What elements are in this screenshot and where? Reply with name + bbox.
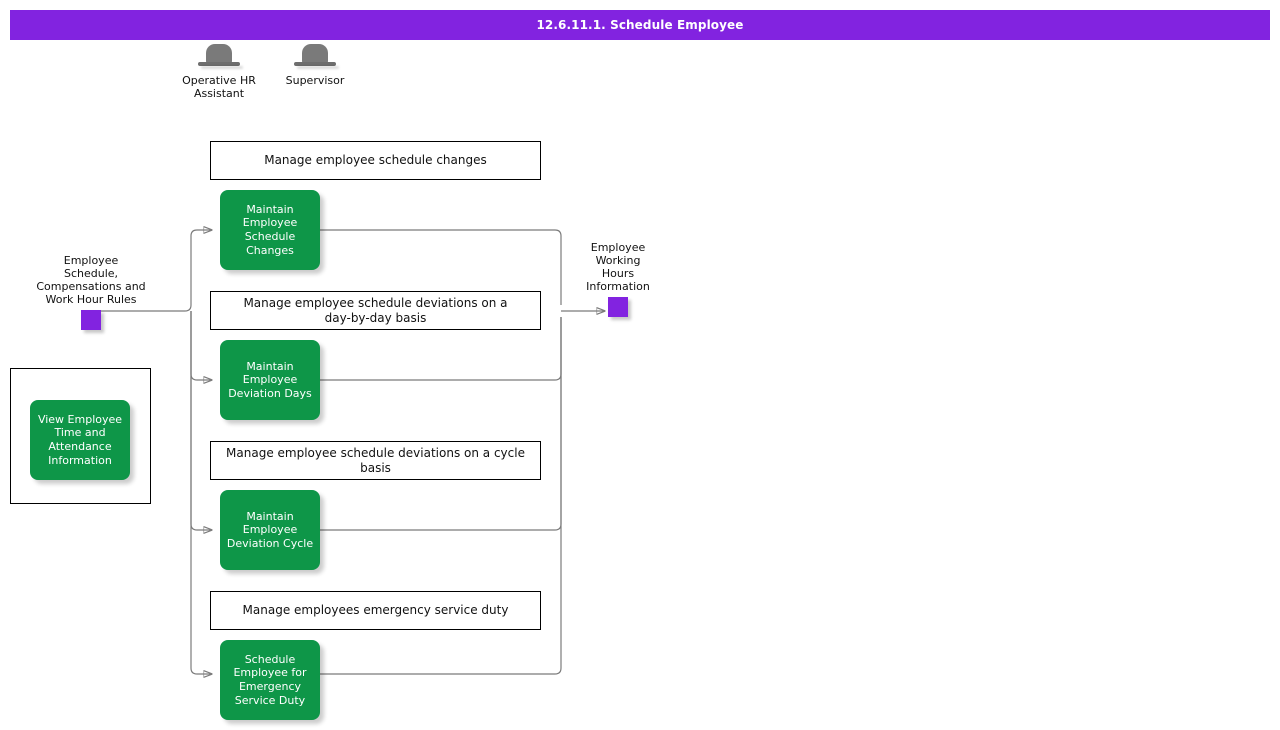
process-box-label: Manage employee schedule deviations on a… — [243, 295, 508, 325]
page-title-bar: 12.6.11.1. Schedule Employee — [10, 10, 1270, 40]
role-label-operative-hr-assistant: Operative HR Assistant — [182, 74, 256, 100]
role-operative-hr-assistant[interactable]: Operative HR Assistant — [159, 44, 279, 100]
activity-maintain-employee-deviation-days[interactable]: Maintain Employee Deviation Days — [220, 340, 320, 420]
role-hat-icon — [197, 44, 243, 70]
activity-label: Maintain Employee Deviation Days — [228, 359, 312, 400]
activity-view-employee-time-attendance[interactable]: View Employee Time and Attendance Inform… — [30, 400, 130, 480]
page-title: 12.6.11.1. Schedule Employee — [536, 18, 744, 32]
activity-maintain-employee-schedule-changes[interactable]: Maintain Employee Schedule Changes — [220, 190, 320, 270]
data-object-label-input: Employee Schedule, Compensations and Wor… — [36, 254, 146, 306]
data-object-label-output: Employee Working Hours Information — [586, 241, 650, 293]
activity-label: Schedule Employee for Emergency Service … — [233, 652, 307, 707]
data-object-square-output[interactable] — [608, 297, 628, 317]
role-label-supervisor: Supervisor — [285, 74, 345, 87]
activity-label: Maintain Employee Schedule Changes — [242, 202, 298, 257]
data-object-input-employee-schedule[interactable]: Employee Schedule, Compensations and Wor… — [36, 254, 146, 330]
process-box-manage-deviations-cycle[interactable]: Manage employee schedule deviations on a… — [210, 441, 541, 480]
process-box-label: Manage employee schedule changes — [264, 153, 487, 167]
role-supervisor[interactable]: Supervisor — [255, 44, 375, 87]
data-object-square-input[interactable] — [81, 310, 101, 330]
process-box-manage-emergency-service-duty[interactable]: Manage employees emergency service duty — [210, 591, 541, 630]
data-object-output-employee-working-hours[interactable]: Employee Working Hours Information — [563, 241, 673, 317]
process-box-manage-schedule-changes[interactable]: Manage employee schedule changes — [210, 141, 541, 180]
process-box-label: Manage employees emergency service duty — [242, 603, 509, 617]
activity-label: Maintain Employee Deviation Cycle — [226, 509, 314, 550]
process-box-label: Manage employee schedule deviations on a… — [226, 445, 525, 475]
process-box-manage-deviations-day[interactable]: Manage employee schedule deviations on a… — [210, 291, 541, 330]
activity-label: View Employee Time and Attendance Inform… — [37, 412, 123, 467]
activity-maintain-employee-deviation-cycle[interactable]: Maintain Employee Deviation Cycle — [220, 490, 320, 570]
activity-schedule-employee-emergency-service-duty[interactable]: Schedule Employee for Emergency Service … — [220, 640, 320, 720]
role-hat-icon — [293, 44, 339, 70]
